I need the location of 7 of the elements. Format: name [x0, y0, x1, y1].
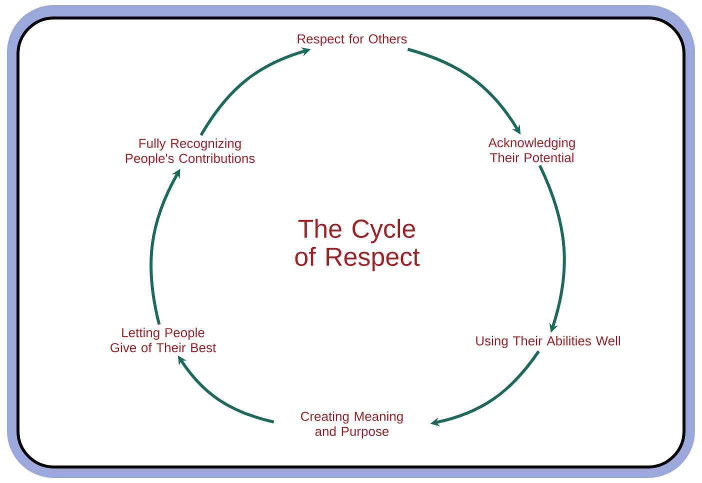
step-label: Creating Meaning and Purpose: [301, 411, 403, 439]
step-label: Respect for Others: [298, 34, 407, 46]
step-label: Fully Recognizing People's Contributions: [126, 138, 255, 166]
step-label: Letting People Give of Their Best: [110, 328, 216, 352]
step-label: Acknowledging Their Potential: [488, 138, 575, 162]
title: The Cycle of Respect: [295, 218, 420, 272]
step-label: Using Their Abilities Well: [476, 336, 620, 348]
